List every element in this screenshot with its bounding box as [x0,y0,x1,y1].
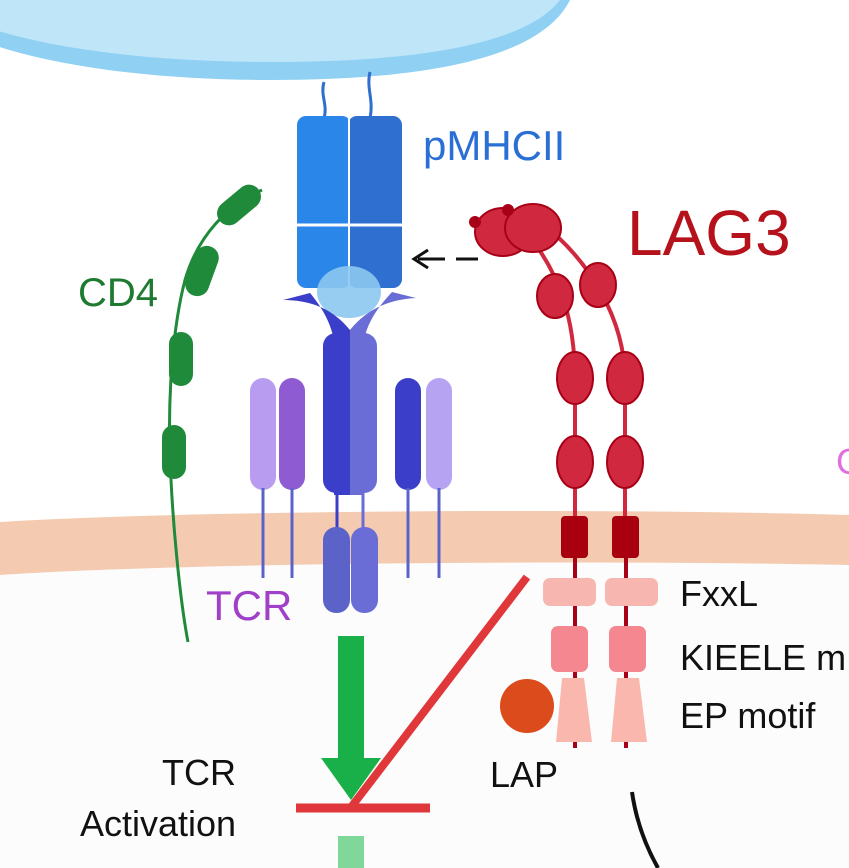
edge-fragment-label: C [836,441,849,482]
cd4-label: CD4 [78,271,158,315]
fxxl-motif-b [605,578,658,606]
ep-motif-label: EP motif [680,695,816,736]
activation-arrow [321,636,381,868]
pmhcii-label: pMHCII [423,122,565,169]
cd4-molecule [162,184,263,643]
kieele-label: KIEELE m [680,637,846,678]
tcr-tm-beta [351,527,378,613]
lag3-tm-b [612,516,639,558]
tcr-activation-label-line2: Activation [80,803,236,844]
fxxl-label: FxxL [680,573,758,614]
lag3-tm-a [561,516,588,558]
lag3-d2-a [536,273,574,319]
cd3-right-1 [395,378,421,490]
ep-motif-b [611,678,647,742]
cd3-right-2 [426,378,452,490]
lag3-molecule [469,203,658,748]
pmhcii-complex [297,71,402,318]
lag3-d4-a [556,435,594,489]
cd4-domain-2 [185,245,219,297]
tcr-label: TCR [206,582,292,629]
kieele-motif-a [551,626,588,672]
mhc-alpha-chain [297,116,351,288]
cd3-subunits [250,378,452,578]
lag3-d4-b [606,435,644,489]
lap-protein [500,679,554,733]
lag3-label: LAG3 [627,197,791,269]
cd3-left-1 [250,378,276,490]
signaling-curve [630,791,660,868]
lag3-d2-b [579,262,617,308]
lag3-d3-b [606,351,644,405]
ep-motif-a [556,678,592,742]
lap-label: LAP [490,754,558,795]
tcr-alpha-beta [283,292,416,613]
fxxl-motif-a [543,578,596,606]
cd4-domain-1 [217,184,261,226]
cd4-domain-4 [162,425,186,479]
mhc-beta-chain [348,116,402,288]
tcr-activation-label-line1: TCR [162,752,236,793]
kieele-motif-b [609,626,646,672]
tcr-tm-alpha [323,527,350,613]
cd3-left-2 [279,378,305,490]
lag3-d1-b [504,203,562,253]
cd4-domain-3 [169,332,193,386]
antigen-presenting-cell [0,0,570,80]
inhibition-symbol [296,574,531,813]
peptide-binding-groove [317,266,381,318]
lag3-d3-a [556,351,594,405]
binding-arrow [411,248,478,270]
